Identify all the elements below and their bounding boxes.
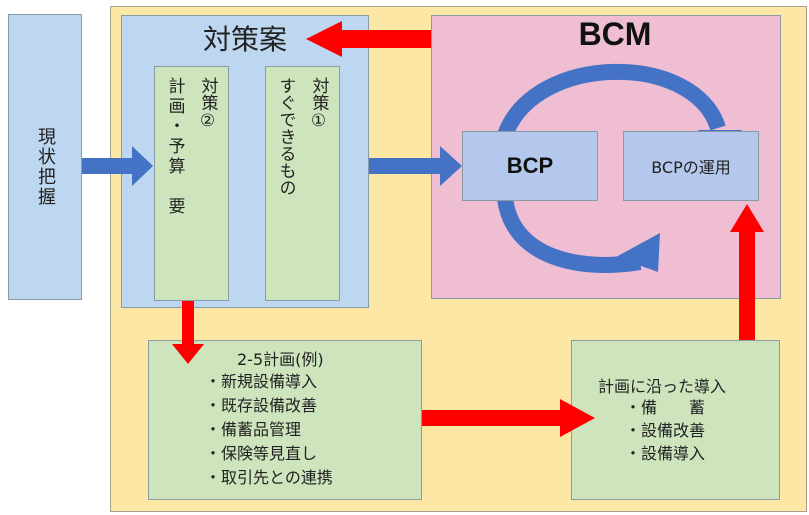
implementation-title: 計画に沿った導入 <box>598 377 727 396</box>
plan2-body: 計画・予算 要 <box>164 77 185 217</box>
plan-example-list: ・新規設備導入 ・既存設備改善 ・備蓄品管理 ・保険等見直し ・取引先との連携 <box>205 370 333 490</box>
plan1-label: 対策① <box>308 77 329 131</box>
plan-example-item: ・備蓄品管理 <box>205 420 302 439</box>
plan-example-item: ・新規設備導入 <box>205 372 318 391</box>
plan2-label: 対策② <box>197 77 218 131</box>
current-state-label: 現状把握 <box>35 127 56 207</box>
implementation-box <box>571 340 780 500</box>
implementation-item: ・設備導入 <box>625 444 706 463</box>
bcp-operation-label: BCPの運用 <box>651 158 731 177</box>
implementation-item: ・設備改善 <box>625 421 706 440</box>
countermeasures-title: 対策案 <box>202 23 287 56</box>
plan-example-box <box>148 340 422 500</box>
plan1-card: すぐできるもの 対策① <box>265 66 340 301</box>
plan2-card: 計画・予算 要 対策② <box>154 66 229 301</box>
plan-example-item: ・既存設備改善 <box>205 396 318 415</box>
bcp-operation-box: BCPの運用 <box>623 131 759 201</box>
current-state-box: 現状把握 <box>8 14 82 300</box>
plan-example-item: ・取引先との連携 <box>205 468 333 487</box>
plan-example-title: 2-5計画(例) <box>237 350 324 369</box>
bcp-box: BCP <box>462 131 598 201</box>
bcm-title: BCM <box>578 16 652 52</box>
implementation-list: ・備 蓄 ・設備改善 ・設備導入 <box>625 396 705 465</box>
plan-example-item: ・保険等見直し <box>205 444 318 463</box>
implementation-item: ・備 蓄 <box>625 398 706 417</box>
bcp-label: BCP <box>506 153 554 178</box>
plan1-body: すぐできるもの <box>275 77 296 196</box>
